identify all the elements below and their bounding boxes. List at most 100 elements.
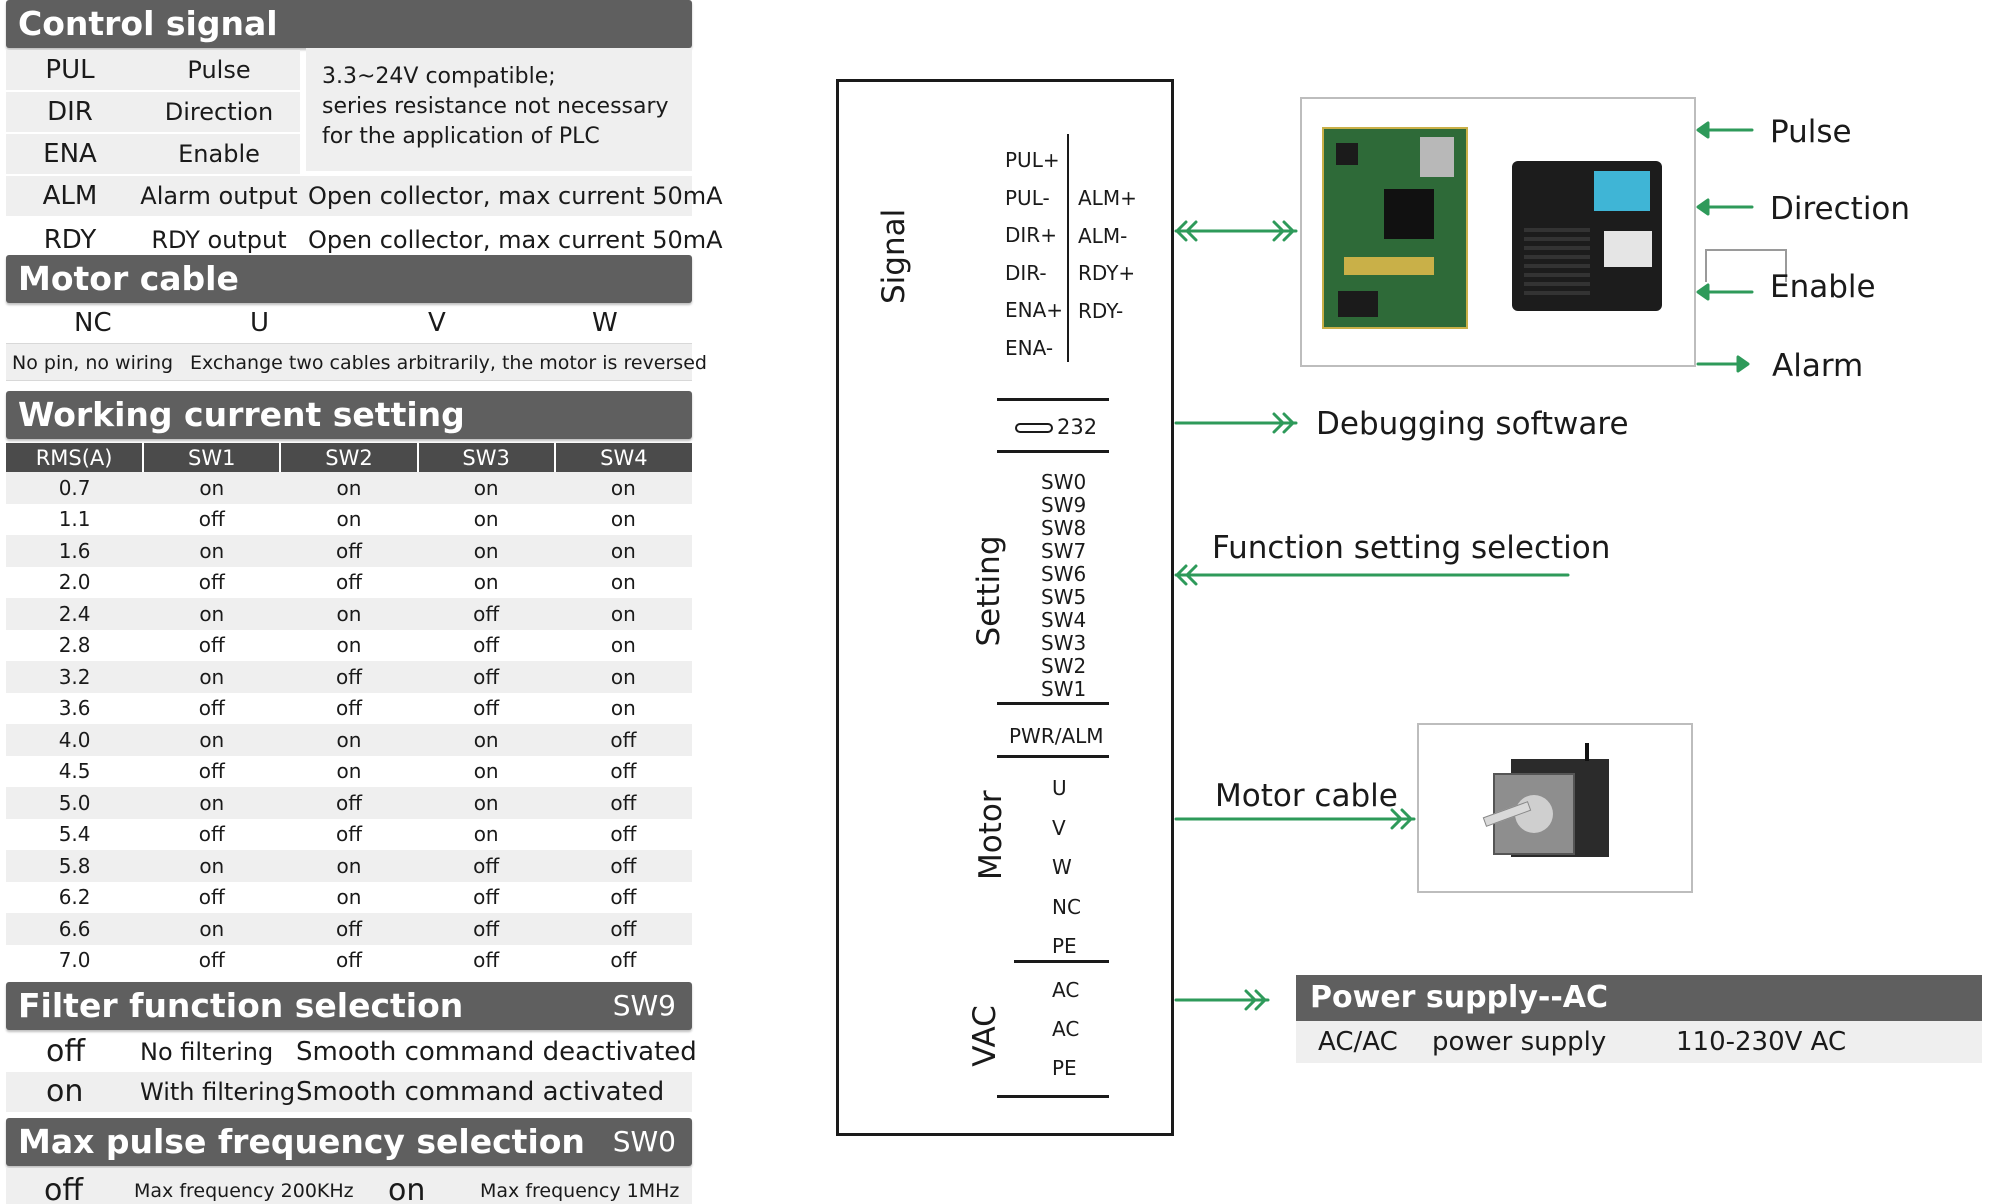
table-cell: 3.2 <box>6 661 144 693</box>
table-cell: on <box>143 661 281 693</box>
table-cell: off <box>198 570 225 595</box>
alarm-label: Alarm <box>1772 348 1864 384</box>
port-232: 232 <box>1015 415 1097 439</box>
table-cell: on <box>554 661 692 693</box>
table-cell: off <box>554 724 692 756</box>
table-row: AC/AC power supply 110-230V AC <box>1296 1021 1982 1063</box>
direction-label: Direction <box>1770 191 1911 227</box>
motor-cable-header: Motor cable <box>6 255 692 303</box>
divider <box>997 1095 1109 1098</box>
table-cell: on <box>336 885 362 910</box>
switch-label: SW7 <box>1041 539 1087 563</box>
table-cell: on <box>336 507 362 532</box>
motor-image <box>1417 723 1693 893</box>
table-cell: on <box>143 472 281 504</box>
table-cell: off <box>198 507 225 532</box>
switch-label: SW6 <box>1041 562 1087 586</box>
table-cell: off <box>554 850 692 882</box>
table-cell: 0.7 <box>6 472 144 504</box>
filter-title: Filter function selection <box>18 986 464 1025</box>
control-signal-title: Control signal <box>18 4 278 43</box>
signal-pin: ENA+ <box>1005 298 1064 322</box>
table-cell: on <box>143 913 281 945</box>
alarm-pin: ALM- <box>1078 223 1128 248</box>
table-cell: off <box>473 948 500 973</box>
table-cell: on <box>554 598 692 630</box>
port-232-icon <box>1015 423 1053 433</box>
enable-bracket <box>1705 249 1787 282</box>
column-header: SW3 <box>417 443 556 472</box>
table-cell: off <box>198 633 225 658</box>
table-cell: off <box>554 913 692 945</box>
table-cell: off <box>280 913 418 945</box>
vac-pin: AC <box>1052 1017 1080 1041</box>
switch-label: SW5 <box>1041 585 1087 609</box>
table-cell: 2.4 <box>6 598 144 630</box>
table-cell: off <box>554 787 692 819</box>
table-cell: on <box>554 535 692 567</box>
table-cell: off <box>335 822 362 847</box>
table-cell: off <box>280 661 418 693</box>
spec-tables: Control signal PUL Pulse DIR Direction E… <box>6 0 723 1204</box>
signal-arrow-left-head <box>1175 220 1188 242</box>
table-cell: off <box>198 885 225 910</box>
switch-label: SW1 <box>1041 677 1087 701</box>
table-cell: on <box>417 724 555 756</box>
table-cell: 6.6 <box>6 913 144 945</box>
table-cell: on <box>280 598 418 630</box>
table-cell: off <box>473 633 500 658</box>
table-cell: 1.1 <box>58 507 91 532</box>
table-cell: on <box>280 472 418 504</box>
motor-pin: V <box>1052 815 1066 840</box>
table-row: off Max frequency 200KHz on Max frequenc… <box>6 1168 692 1204</box>
table-cell: on <box>143 850 281 882</box>
table-cell: off <box>473 696 500 721</box>
table-row: on With filtering Smooth command activat… <box>6 1072 692 1112</box>
table-cell: on <box>610 633 636 658</box>
table-cell: on <box>473 507 499 532</box>
table-cell: on <box>610 570 636 595</box>
vac-pin: PE <box>1052 1056 1077 1080</box>
table-cell: 4.0 <box>6 724 144 756</box>
table-cell: on <box>473 759 499 784</box>
pwr-alm-label: PWR/ALM <box>1009 724 1104 748</box>
working-current-title: Working current setting <box>18 395 465 434</box>
table-cell: on <box>417 535 555 567</box>
switch-label: SW9 <box>1041 493 1087 517</box>
table-cell: 2.0 <box>58 570 91 595</box>
control-board-icon <box>1322 127 1468 329</box>
filter-header: Filter function selection SW9 <box>6 982 692 1030</box>
table-cell: on <box>417 787 555 819</box>
table-cell: off <box>473 885 500 910</box>
debugging-label: Debugging software <box>1316 406 1629 442</box>
control-signal-header: Control signal <box>6 0 692 48</box>
table-cell: off <box>198 822 225 847</box>
motor-cable-label: Motor cable <box>1215 778 1398 814</box>
power-supply-table: Power supply--AC AC/AC power supply 110-… <box>1296 975 1982 1063</box>
signal-pin: PUL+ <box>1005 148 1060 172</box>
table-cell: 5.8 <box>6 850 144 882</box>
control-signal-merged-desc: 3.3~24V compatible; series resistance no… <box>306 48 692 171</box>
column-header: SW2 <box>280 443 419 472</box>
table-cell: off <box>335 948 362 973</box>
table-row: DIR Direction <box>6 92 300 132</box>
table-cell: off <box>280 535 418 567</box>
motor-pin: W <box>1052 855 1072 879</box>
divider <box>997 702 1109 705</box>
table-cell: 3.6 <box>58 696 91 721</box>
working-current-header: Working current setting <box>6 391 692 439</box>
switch-label: SW4 <box>1041 608 1087 632</box>
alarm-pin: RDY+ <box>1078 261 1136 285</box>
motor-cable-desc: No pin, no wiring Exchange two cables ar… <box>6 343 707 381</box>
table-cell: off <box>610 822 637 847</box>
table-cell: off <box>417 661 555 693</box>
column-header: SW4 <box>554 443 692 472</box>
